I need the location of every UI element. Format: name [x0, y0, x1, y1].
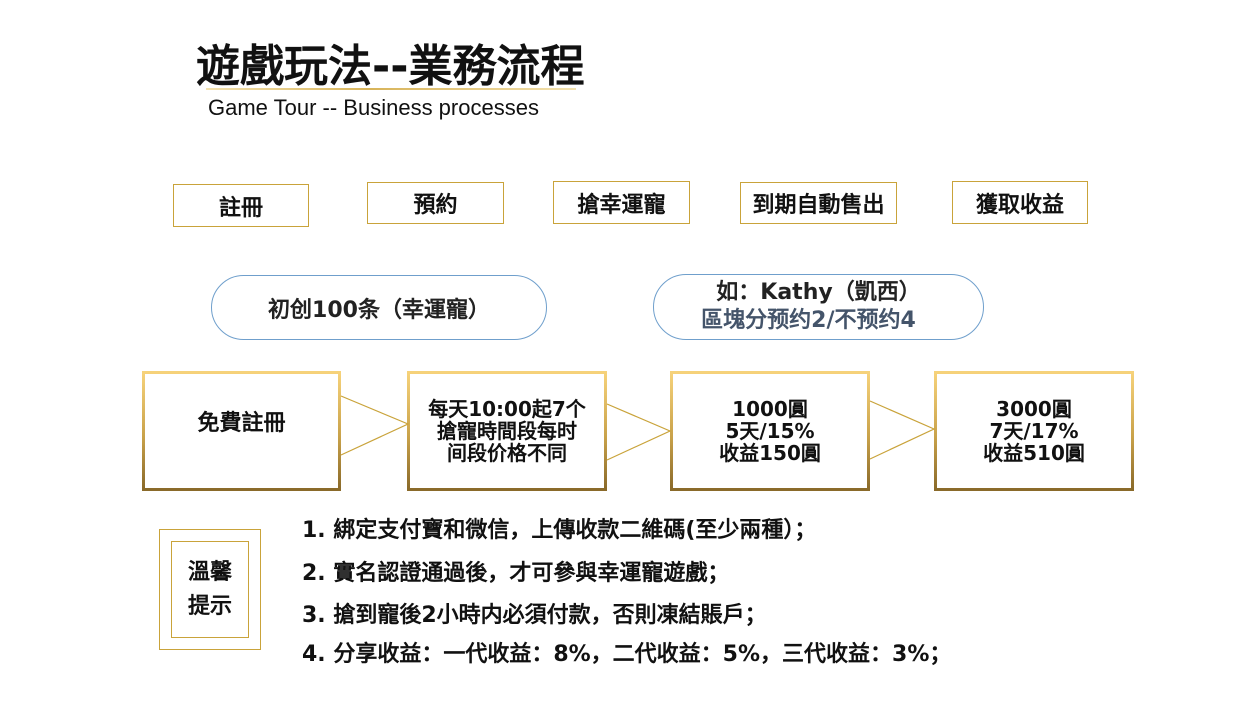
flow-box-grab-time: 每天10:00起7个 搶寵時間段每时 间段价格不同 — [407, 371, 607, 491]
tip-note-3: 3. 搶到寵後2小時内必須付款，否則凍結賬戶； — [302, 603, 767, 628]
arrow-right-icon — [340, 395, 410, 456]
step-label: 獲取收益 — [975, 192, 1064, 218]
flow-line: 7天/17% — [989, 419, 1079, 443]
flow-line: 每天10:00起7个 — [428, 397, 586, 421]
tip-note-1: 1. 綁定支付寶和微信，上傳收款二維碼(至少兩種）； — [302, 518, 817, 543]
arrow-right-icon — [869, 400, 936, 460]
step-register: 註冊 — [173, 184, 309, 227]
tips-label: 溫馨 — [187, 559, 232, 585]
flow-line: 收益150圓 — [719, 441, 821, 465]
flow-line: 收益510圓 — [983, 441, 1085, 465]
step-reserve: 預約 — [367, 182, 504, 224]
step-grab-lucky-pet: 搶幸運寵 — [553, 181, 690, 224]
pill-example: 如：Kathy（凱西） 區塊分预约2/不预约4 — [653, 274, 984, 340]
page-title: 遊戲玩法--業務流程 — [196, 41, 585, 92]
page-subtitle: Game Tour -- Business processes — [208, 95, 539, 120]
tips-label-box: 溫馨 提示 — [171, 541, 249, 638]
step-label: 註冊 — [218, 195, 263, 221]
flow-box-free-register: 免費註冊 — [142, 371, 341, 491]
flow-box-1000: 1000圓 5天/15% 收益150圓 — [670, 371, 870, 491]
flow-line: 5天/15% — [725, 419, 815, 443]
pill-text-line2: 區塊分预约2/不预约4 — [701, 308, 916, 333]
step-label: 到期自動售出 — [752, 193, 885, 218]
tip-note-4: 4. 分享收益：一代收益：8%，二代收益：5%，三代收益：3%； — [302, 642, 952, 667]
flow-box-3000: 3000圓 7天/17% 收益510圓 — [934, 371, 1134, 491]
pill-text: 初创100条（幸運寵） — [268, 297, 490, 323]
arrow-right-icon — [606, 403, 672, 461]
pill-initial-supply: 初创100条（幸運寵） — [211, 275, 547, 340]
tip-note-2: 2. 實名認證通過後，才可參與幸運寵遊戲； — [302, 561, 730, 586]
flow-line: 1000圓 — [732, 397, 808, 421]
step-earn-income: 獲取收益 — [952, 181, 1088, 224]
pill-text-line1: 如：Kathy（凱西） — [716, 280, 921, 305]
tips-frame: 溫馨 提示 — [159, 529, 261, 650]
flow-line: 间段价格不同 — [447, 441, 567, 465]
step-auto-sell: 到期自動售出 — [740, 182, 897, 224]
tips-label: 提示 — [187, 593, 232, 619]
flow-line: 免費註冊 — [197, 411, 286, 436]
step-label: 搶幸運寵 — [577, 192, 666, 218]
flow-line: 3000圓 — [996, 397, 1072, 421]
step-label: 預約 — [413, 193, 458, 218]
title-underline — [206, 88, 576, 90]
flow-line: 搶寵時間段每时 — [437, 419, 577, 443]
